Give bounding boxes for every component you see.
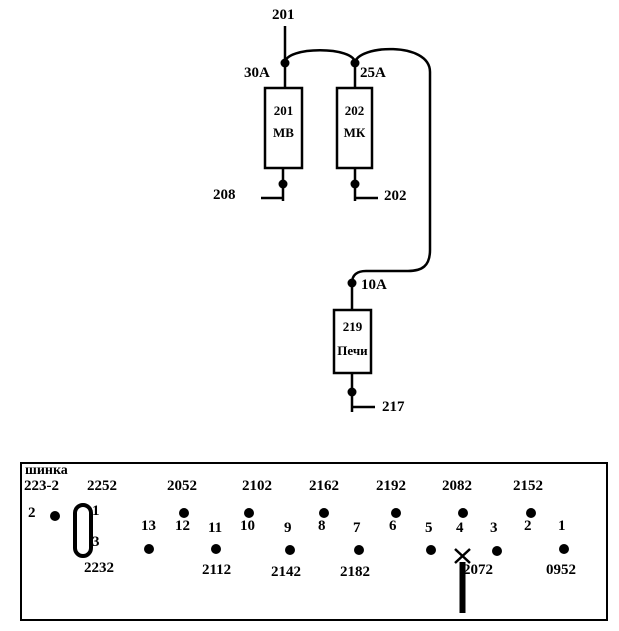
terminal-dot xyxy=(144,544,154,554)
terminal-dot xyxy=(179,508,189,518)
fuse1-rating: 30A xyxy=(244,65,270,81)
terminal-dot xyxy=(354,545,364,555)
top-wire-label: 2162 xyxy=(309,478,339,494)
terminal-dot xyxy=(244,508,254,518)
terminal-block-title: шинка xyxy=(25,463,68,478)
fuse1-out-label: 208 xyxy=(213,187,236,203)
junction-dot xyxy=(278,179,288,189)
fuse3-id: 219 xyxy=(342,319,363,334)
terminal-dot xyxy=(492,546,502,556)
terminal-dot xyxy=(526,508,536,518)
terminal-dot xyxy=(559,544,569,554)
junction-dot xyxy=(280,58,290,68)
terminal-number: 2 xyxy=(28,505,36,521)
slot-label-top: 1 xyxy=(92,503,100,519)
fuse2-out-label: 202 xyxy=(384,188,407,204)
terminal-dot xyxy=(426,545,436,555)
fuse1-type: МВ xyxy=(273,125,294,140)
slot-label-bottom: 3 xyxy=(92,534,100,550)
top-wire-label: 2152 xyxy=(513,478,543,494)
fuse2-box xyxy=(335,86,374,170)
bottom-wire-label: 2142 xyxy=(271,564,301,580)
terminal-number: 9 xyxy=(284,520,292,536)
terminal-number: 5 xyxy=(425,520,433,536)
terminal-dot xyxy=(458,508,468,518)
bottom-wire-label: 2182 xyxy=(340,564,370,580)
terminal-dot xyxy=(391,508,401,518)
terminal-number: 1 xyxy=(558,518,566,534)
fuse2-type: МК xyxy=(343,125,366,140)
top-wire-label: 2052 xyxy=(167,478,197,494)
bottom-wire-label: 2232 xyxy=(84,560,114,576)
fuse3-box xyxy=(332,308,373,375)
top-wire-label: 223-2 xyxy=(24,478,59,494)
fuse3-rating: 10A xyxy=(361,277,387,293)
fuse2-rating: 25A xyxy=(360,65,386,81)
cross-mark-icon xyxy=(454,548,471,564)
top-wire-label: 2252 xyxy=(87,478,117,494)
terminal-number: 7 xyxy=(353,520,361,536)
top-wire-label: 2192 xyxy=(376,478,406,494)
fuse2-id: 202 xyxy=(344,103,365,118)
terminal-number: 2 xyxy=(524,518,532,534)
terminal-dot xyxy=(50,511,60,521)
jumper-slot xyxy=(73,503,93,558)
top-wire-label: 2082 xyxy=(442,478,472,494)
terminal-dot xyxy=(319,508,329,518)
junction-dot xyxy=(347,278,357,288)
bottom-wire-label: 0952 xyxy=(546,562,576,578)
bottom-wire-label: 2072 xyxy=(463,562,493,578)
source-wire-label: 201 xyxy=(272,7,295,23)
terminal-dot xyxy=(285,545,295,555)
terminal-number: 10 xyxy=(240,518,255,534)
terminal-number: 4 xyxy=(456,520,464,536)
junction-dot xyxy=(350,58,360,68)
terminal-number: 11 xyxy=(208,520,223,536)
terminal-block-outline xyxy=(20,462,608,621)
terminal-number: 12 xyxy=(175,518,190,534)
terminal-dot xyxy=(211,544,221,554)
terminal-number: 8 xyxy=(318,518,326,534)
terminal-number: 13 xyxy=(141,518,156,534)
fuse3-type: Печи xyxy=(337,343,368,358)
fuse1-box xyxy=(263,86,304,170)
fuse3-out-label: 217 xyxy=(382,399,405,415)
top-wire-label: 2102 xyxy=(242,478,272,494)
junction-dot xyxy=(350,179,360,189)
fuse1-id: 201 xyxy=(273,103,294,118)
junction-dot xyxy=(347,387,357,397)
wire-fuse-bridge xyxy=(283,49,357,88)
terminal-number: 3 xyxy=(490,520,498,536)
terminal-number: 6 xyxy=(389,518,397,534)
bottom-wire-label: 2112 xyxy=(202,562,232,578)
wire-to-10a-fuse xyxy=(350,47,432,310)
